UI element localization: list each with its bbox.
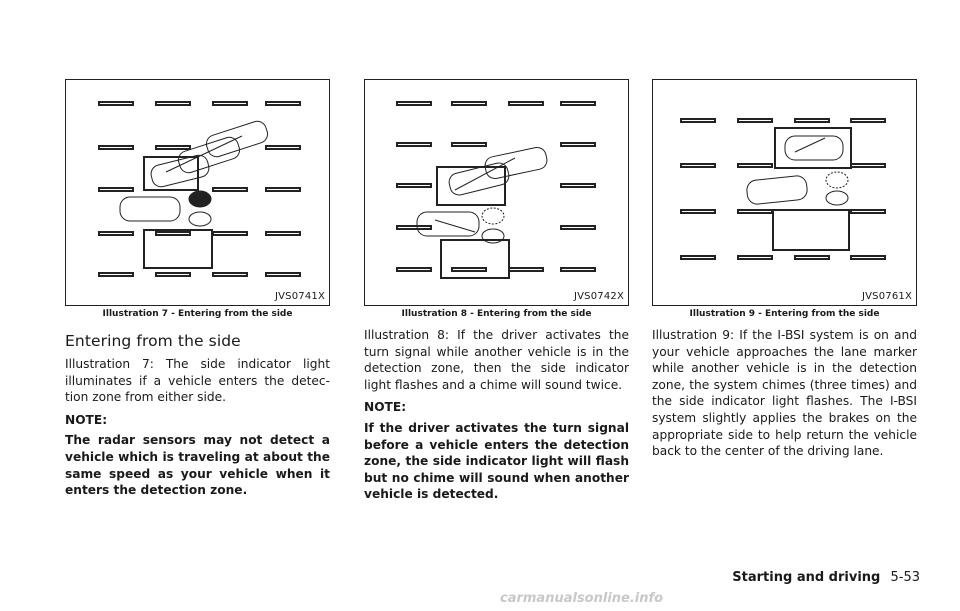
section-heading: Entering from the side [65, 332, 241, 350]
figure-caption: Illustration 7 - Entering from the side [102, 309, 293, 319]
illustration-9: JVS0761X [652, 79, 917, 306]
note-label: NOTE: [65, 412, 108, 427]
column-3: JVS0761X Illustration 9 - Entering from … [652, 79, 917, 466]
page-footer: Starting and driving 5-53 [732, 570, 920, 585]
illustration-7: JVS0741X [65, 79, 330, 306]
lane-markers [396, 101, 596, 272]
note-text: The radar sensors may not detect a vehic… [65, 433, 330, 498]
paragraph: Illustration 7: The side indicator light… [65, 357, 330, 405]
lane-markers [98, 101, 301, 277]
note-label: NOTE: [364, 400, 407, 415]
footer-section: Starting and driving [732, 570, 881, 585]
figure-code: JVS0761X [861, 291, 912, 302]
lane-markers [680, 118, 886, 260]
paragraph: Illustration 8: If the driver activates … [364, 328, 629, 392]
illustration-9-drawing [680, 118, 886, 260]
illustration-8: JVS0742X [364, 79, 629, 306]
column-2: JVS0742X Illustration 8 - Entering from … [364, 79, 629, 509]
figure-caption: Illustration 8 - Entering from the side [401, 309, 592, 319]
paragraph: Illustration 9: If the I-BSI system is o… [652, 328, 917, 459]
note-text: If the driver activates the turn signal … [364, 420, 629, 502]
figure-caption: Illustration 9 - Entering from the side [689, 309, 880, 319]
column-1: JVS0741X Illustration 7 - Entering from … [65, 79, 330, 505]
figure-code: JVS0742X [573, 291, 624, 302]
figure-code: JVS0741X [274, 291, 325, 302]
page-number: 5-53 [890, 570, 920, 585]
illustration-7-drawing [98, 101, 301, 277]
illustration-8-drawing [396, 101, 596, 279]
watermark: carmanualsonline.info [500, 591, 664, 606]
